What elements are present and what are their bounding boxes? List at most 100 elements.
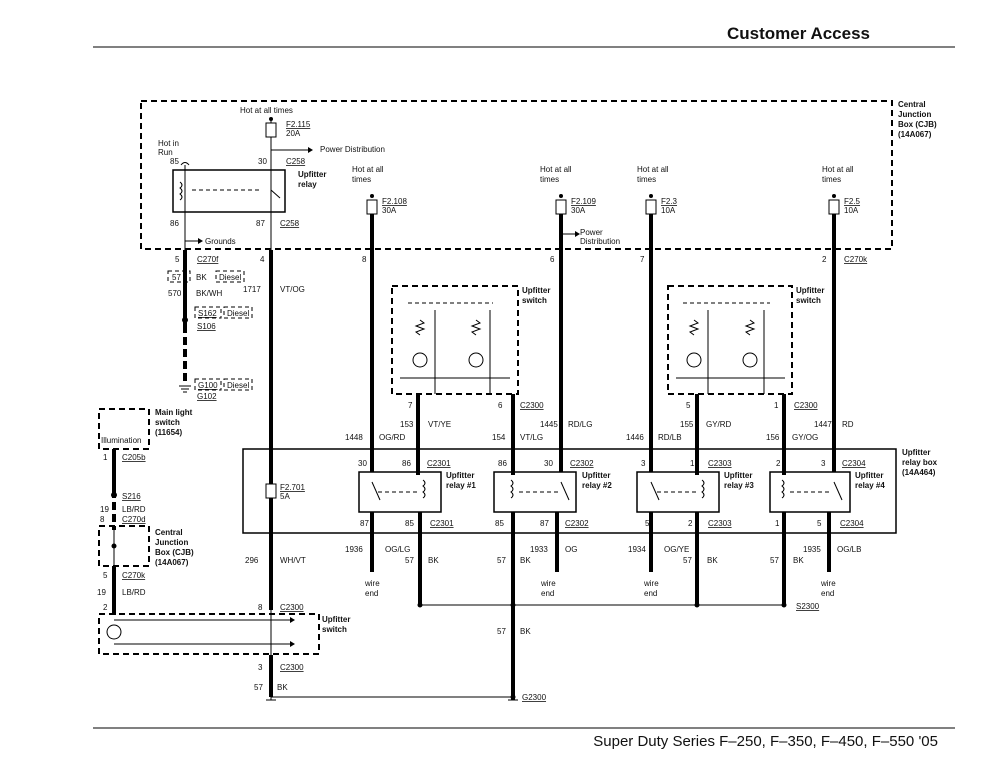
wire-296-n: 296 bbox=[245, 556, 259, 565]
c2300-p6: 6 bbox=[498, 401, 503, 410]
wire-bot-4-n: 1934 bbox=[628, 545, 646, 554]
wire-bot-6-c: BK bbox=[793, 556, 804, 565]
cjb2-box bbox=[98, 525, 150, 567]
cjb2-l4: (14A067) bbox=[155, 558, 189, 567]
relay-coil-icon bbox=[701, 479, 705, 499]
relay-1-cb: C2301 bbox=[430, 519, 454, 528]
wire-mid-2-c: VT/LG bbox=[520, 433, 543, 442]
resistor-icon bbox=[414, 319, 426, 336]
c2300-p5: 5 bbox=[686, 401, 691, 410]
relay-a-label1: Upfitter bbox=[298, 170, 326, 179]
ll-p5: 5 bbox=[103, 571, 108, 580]
switch-a-box bbox=[391, 285, 519, 395]
main-light-switch-box bbox=[98, 408, 150, 450]
ll-c270k: C270k bbox=[122, 571, 146, 580]
relay-1-l1: Upfitter bbox=[446, 471, 474, 480]
fuse-2701-rating: 5A bbox=[280, 492, 290, 501]
conn-c270k: C270k bbox=[844, 255, 868, 264]
relay-4-p86: 3 bbox=[821, 459, 826, 468]
relay-4-cb: C2304 bbox=[840, 519, 864, 528]
conn-c270f: C270f bbox=[197, 255, 219, 264]
wire-bot-7-n: 1935 bbox=[803, 545, 821, 554]
grounds-label: Grounds bbox=[205, 237, 236, 246]
left-g100: G100 bbox=[198, 381, 218, 390]
ll-c270d: C270d bbox=[122, 515, 146, 524]
cjb-label-3: Box (CJB) bbox=[898, 120, 937, 129]
fuse-2-rating: 30A bbox=[571, 206, 586, 215]
relay-a-hot2: Run bbox=[158, 148, 173, 157]
fuse-icon bbox=[265, 483, 277, 499]
wire-mid-0-c: OG/RD bbox=[379, 433, 405, 442]
relay-4-ct: C2304 bbox=[842, 459, 866, 468]
relay-box-label3: (14A464) bbox=[902, 468, 936, 477]
switch-b-box bbox=[667, 285, 793, 395]
hot-in-run-icon bbox=[180, 162, 190, 166]
wire-end-4-l1: wire bbox=[820, 579, 836, 588]
ll-c2300b: C2300 bbox=[280, 663, 304, 672]
relay-coil-icon bbox=[510, 479, 514, 499]
g2300-label: G2300 bbox=[522, 693, 547, 702]
wire-bot-0-c: OG/LG bbox=[385, 545, 410, 554]
power-dist2-line2: Distribution bbox=[580, 237, 620, 246]
arrow-right-icon bbox=[290, 641, 295, 647]
left-s106: S106 bbox=[197, 322, 216, 331]
fuse-1-hot1: Hot at all bbox=[352, 165, 384, 174]
left-n570: 570 bbox=[168, 289, 182, 298]
c2300-conn2: C2300 bbox=[794, 401, 818, 410]
indicator-lamp-icon bbox=[412, 352, 428, 368]
relay-2-l1: Upfitter bbox=[582, 471, 610, 480]
arrow-right-icon bbox=[308, 147, 313, 153]
left-g102: G102 bbox=[197, 392, 217, 401]
fuse-1-rating: 30A bbox=[382, 206, 397, 215]
relay-1-ct: C2301 bbox=[427, 459, 451, 468]
wire-mid-7-c: RD bbox=[842, 420, 854, 429]
left-bkwh: BK/WH bbox=[196, 289, 222, 298]
relay-contact-icon bbox=[650, 481, 660, 501]
arrow-right-icon bbox=[575, 231, 580, 237]
relay-a-box bbox=[172, 169, 286, 213]
relay-3-l2: relay #3 bbox=[724, 481, 754, 490]
relay-1-l2: relay #1 bbox=[446, 481, 476, 490]
relay-a-contact-icon bbox=[270, 189, 281, 199]
fuse-3-hot2: times bbox=[637, 175, 656, 184]
wire-end-4-l2: end bbox=[821, 589, 834, 598]
wire-mid-1-n: 153 bbox=[400, 420, 414, 429]
ll-c205b: C205b bbox=[122, 453, 146, 462]
relay-a-label2: relay bbox=[298, 180, 317, 189]
ll-lbrd2: LB/RD bbox=[122, 588, 146, 597]
indicator-lamp-icon bbox=[686, 352, 702, 368]
page-title: Customer Access bbox=[727, 24, 870, 43]
wire-bot-4-c: OG/YE bbox=[664, 545, 689, 554]
relay-a-pin30: 30 bbox=[258, 157, 267, 166]
relay-3-ct: C2303 bbox=[708, 459, 732, 468]
wire-mid-6-c: GY/OG bbox=[792, 433, 818, 442]
relay-4-p30: 2 bbox=[776, 459, 781, 468]
wire-296-c: WH/VT bbox=[280, 556, 306, 565]
fuse-3-id: F2.3 bbox=[661, 197, 678, 206]
fuse-group-4: Hot at all times F2.5 10A 2 C270k bbox=[822, 165, 868, 264]
wire-bot-2-c: BK bbox=[520, 556, 531, 565]
top-fuse-rating: 20A bbox=[286, 129, 301, 138]
wire-mid-1-c: VT/YE bbox=[428, 420, 451, 429]
relay-4-p85: 5 bbox=[817, 519, 822, 528]
switch-a-label2: switch bbox=[522, 296, 547, 305]
bk-center-n: 57 bbox=[497, 627, 506, 636]
left-vtog: VT/OG bbox=[280, 285, 305, 294]
fuse-3-pin: 7 bbox=[640, 255, 645, 264]
relay-2: 86 30 C2302 Upfitter relay #2 85 87 C230… bbox=[493, 459, 612, 528]
relay-4: 2 3 C2304 Upfitter relay #4 1 5 C2304 bbox=[769, 459, 885, 528]
cjb2-l3: Box (CJB) bbox=[155, 548, 194, 557]
relay-box-label2: relay box bbox=[902, 458, 938, 467]
wire-bot-0-n: 1936 bbox=[345, 545, 363, 554]
wire-bot-3-n: 1933 bbox=[530, 545, 548, 554]
wire-mid-0-n: 1448 bbox=[345, 433, 363, 442]
relay-a-pin86: 86 bbox=[170, 219, 179, 228]
arrow-right-icon bbox=[290, 617, 295, 623]
fuse-2-hot1: Hot at all bbox=[540, 165, 572, 174]
indicator-lamp-icon bbox=[468, 352, 484, 368]
wire-mid-4-n: 1446 bbox=[626, 433, 644, 442]
wire-bot-1-c: BK bbox=[428, 556, 439, 565]
arrow-right-icon bbox=[198, 238, 203, 244]
relay-a-coil-icon bbox=[179, 181, 183, 201]
resistor-icon bbox=[470, 319, 482, 336]
